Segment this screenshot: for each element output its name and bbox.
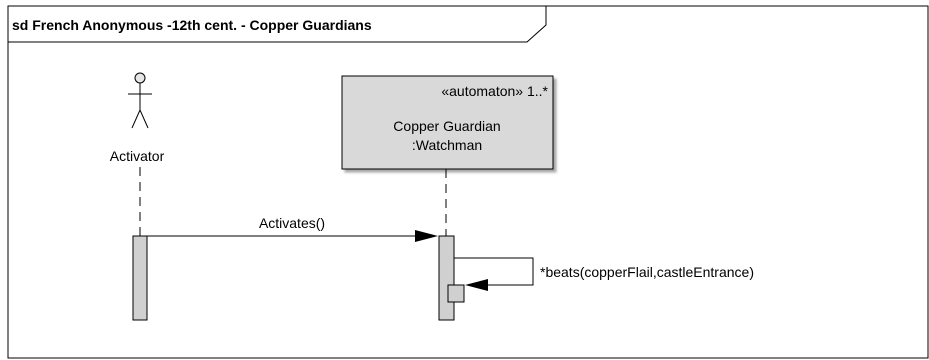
activation-bar-watchman[interactable] (438, 235, 455, 321)
message-activates[interactable]: Activates() (147, 215, 438, 242)
object-stereotype: «automaton» 1..* (441, 83, 548, 99)
actor-activator[interactable]: Activator (110, 72, 165, 164)
object-box (341, 75, 554, 170)
object-type: :Watchman (412, 137, 482, 153)
arrowhead-icon (415, 230, 438, 242)
activation-bar-activator[interactable] (132, 235, 148, 321)
arrowhead-icon (465, 279, 488, 291)
diagram-frame: sd French Anonymous -12th cent. - Copper… (7, 5, 929, 359)
message-label: *beats(copperFlail,castleEntrance) (540, 264, 754, 280)
actor-name: Activator (110, 148, 165, 164)
object-name: Copper Guardian (393, 118, 500, 134)
actor-stick-figure-icon (128, 72, 152, 129)
message-beats[interactable]: *beats(copperFlail,castleEntrance) (454, 257, 754, 291)
activation-bar-self-call[interactable] (447, 284, 465, 303)
message-label: Activates() (259, 215, 325, 231)
frame-title: sd French Anonymous -12th cent. - Copper… (12, 17, 372, 33)
object-copper-guardian[interactable]: «automaton» 1..* Copper Guardian :Watchm… (341, 75, 554, 170)
